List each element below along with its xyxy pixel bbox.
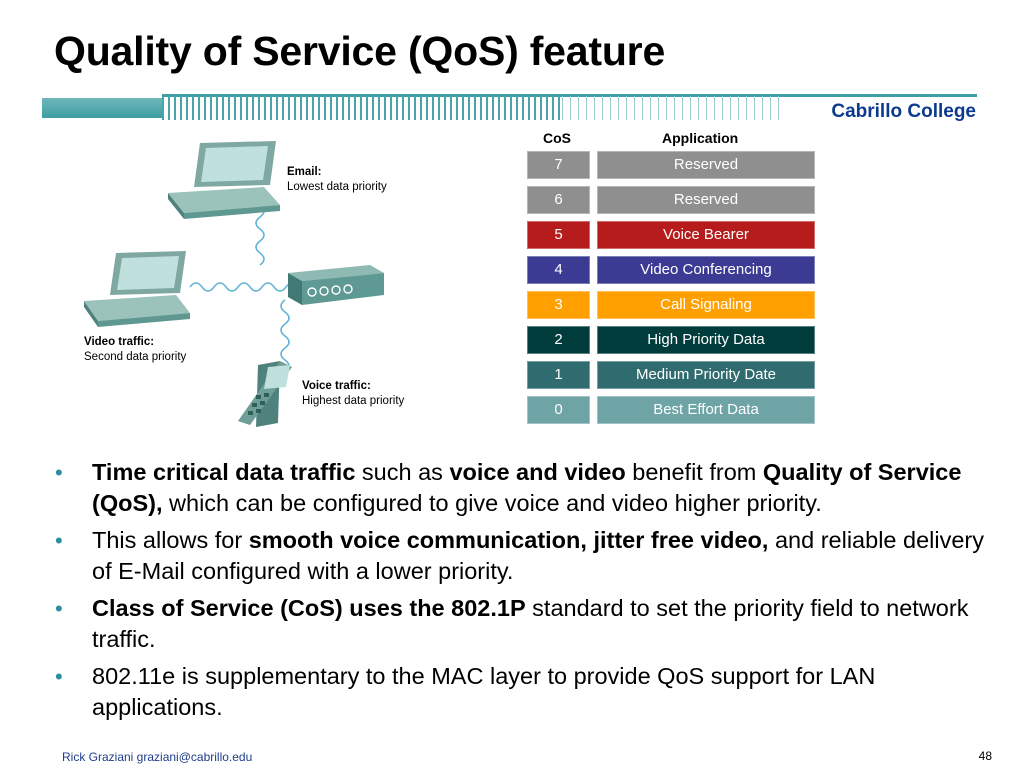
application-cell: High Priority Data (597, 326, 815, 354)
application-cell: Call Signaling (597, 291, 815, 319)
header-band-stripes (162, 96, 562, 120)
cos-value-cell: 5 (527, 221, 590, 249)
bullet-dot-icon: • (55, 528, 63, 553)
application-cell: Voice Bearer (597, 221, 815, 249)
bullet-text-bold: Time critical data traffic (92, 459, 356, 485)
application-cell: Video Conferencing (597, 256, 815, 284)
bullet-text: which can be configured to give voice an… (162, 490, 822, 516)
bullet-item: • This allows for smooth voice communicat… (55, 525, 985, 587)
cos-column-header: CoS (543, 130, 571, 146)
bullet-item: • 802.11e is supplementary to the MAC lay… (55, 661, 985, 723)
header-band-line (162, 94, 977, 97)
application-cell: Reserved (597, 186, 815, 214)
application-cell: Reserved (597, 151, 815, 179)
bullet-text: This allows for (92, 527, 249, 553)
bullet-text: benefit from (625, 459, 763, 485)
bullet-text-bold: Quality of Service (QoS), (92, 459, 962, 516)
voice-label-title: Voice traffic: (302, 380, 371, 392)
video-label-title: Video traffic: (84, 336, 155, 348)
header-band-stripes-light (562, 96, 782, 120)
voice-label: Voice traffic: Highest data priority (302, 379, 404, 409)
college-logo: Cabrillo College (831, 101, 976, 122)
video-laptop-icon (84, 251, 190, 327)
bullet-dot-icon: • (55, 596, 63, 621)
email-wave (255, 204, 265, 266)
cos-value-cell: 7 (527, 151, 590, 179)
application-cell: Medium Priority Date (597, 361, 815, 389)
access-point-icon (288, 265, 384, 305)
cos-value-cell: 4 (527, 256, 590, 284)
video-label: Video traffic: Second data priority (84, 335, 186, 365)
phone-icon (238, 361, 292, 427)
video-label-desc: Second data priority (84, 351, 187, 363)
footer-author: Rick Graziani graziani@cabrillo.edu (62, 750, 253, 764)
bullet-text: standard to set the priority field to ne… (92, 595, 969, 652)
email-label: Email: Lowest data priority (287, 165, 387, 195)
network-diagram-graphic (84, 141, 384, 427)
header-band-block (42, 98, 162, 118)
email-label-title: Email: (287, 166, 322, 178)
cos-value-cell: 1 (527, 361, 590, 389)
email-laptop-icon (168, 141, 280, 219)
page-number: 48 (978, 749, 992, 763)
bullet-text-bold: voice and video (449, 459, 626, 485)
bullet-text: such as (355, 459, 450, 485)
cos-value-cell: 3 (527, 291, 590, 319)
cos-value-cell: 0 (527, 396, 590, 424)
bullet-text: and reliable delivery of E-Mail configur… (92, 527, 984, 584)
voice-label-desc: Highest data priority (302, 395, 405, 407)
bullet-list: • Time critical data traffic such as voic… (55, 457, 985, 729)
network-diagram: Email: Lowest data priority Video traffi… (80, 135, 440, 435)
bullet-dot-icon: • (55, 664, 63, 689)
bullet-text-bold: smooth voice communication, jitter free … (248, 527, 769, 553)
bullet-dot-icon: • (55, 460, 63, 485)
email-label-desc: Lowest data priority (287, 181, 387, 193)
application-cell: Best Effort Data (597, 396, 815, 424)
header-band (42, 94, 977, 122)
cos-value-cell: 6 (527, 186, 590, 214)
bullet-item: • Time critical data traffic such as voic… (55, 457, 985, 519)
slide-title: Quality of Service (QoS) feature (54, 28, 666, 74)
application-column-header: Application (662, 130, 739, 146)
bullet-item: •Class of Service (CoS) uses the 802.1P … (55, 593, 985, 655)
bullet-text-bold: Class of Service (CoS) uses the 802.1P (92, 595, 526, 621)
bullet-text: 802.11e is supplementary to the MAC laye… (92, 663, 876, 720)
cos-value-cell: 2 (527, 326, 590, 354)
